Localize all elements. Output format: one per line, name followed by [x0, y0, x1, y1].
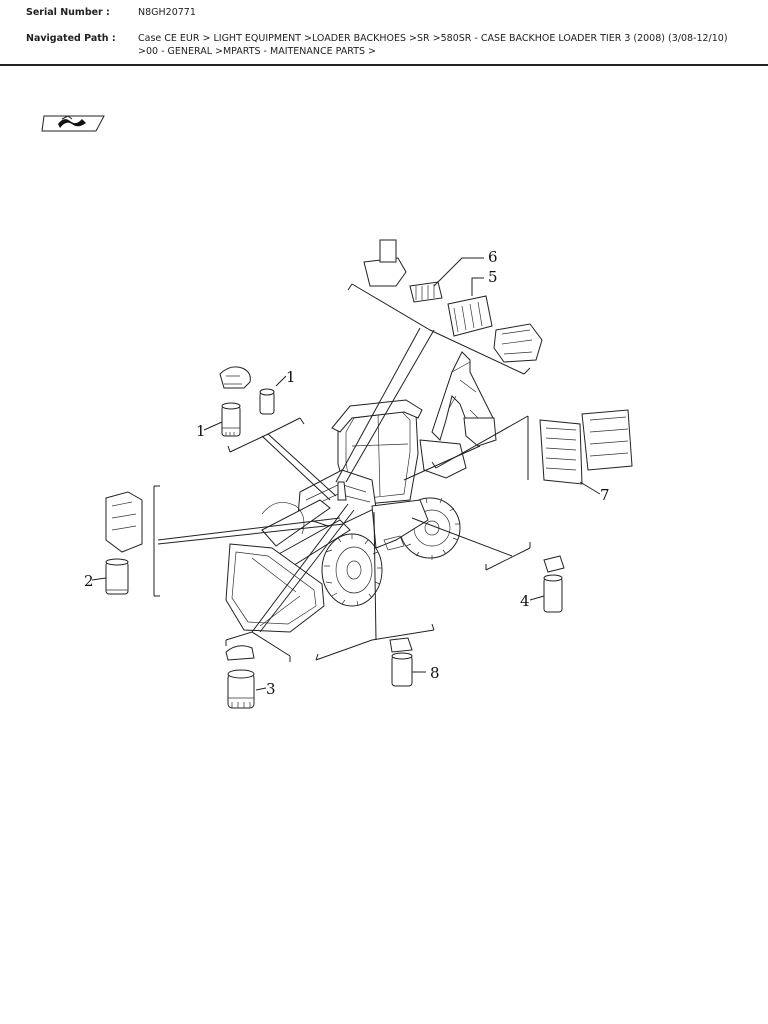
- callout-7: 7: [600, 486, 610, 504]
- serial-number-label: Serial Number :: [26, 7, 110, 18]
- hydraulic-filter: [543, 555, 565, 613]
- air-filter-assembly: [363, 239, 543, 363]
- fuel-prefilter: [225, 645, 255, 709]
- callout-1-left: 1: [196, 422, 206, 440]
- callout-8: 8: [430, 664, 440, 682]
- navigated-path-value[interactable]: Case CE EUR > LIGHT EQUIPMENT >LOADER BA…: [138, 33, 728, 57]
- engine-oil-filter: [105, 491, 143, 595]
- fuel-filter-left: [219, 366, 251, 437]
- backhoe-loader-illustration: [225, 351, 497, 633]
- navigated-path-label: Navigated Path :: [26, 33, 116, 44]
- callout-1-right: 1: [286, 368, 296, 386]
- callout-6: 6: [488, 248, 498, 266]
- callout-2: 2: [84, 572, 94, 590]
- callout-5: 5: [488, 268, 498, 286]
- header-divider: [0, 64, 768, 66]
- leader-lines: [91, 257, 601, 691]
- transmission-filter: [389, 637, 413, 687]
- fuel-filter-right: [259, 388, 275, 415]
- cab-filter: [539, 409, 633, 485]
- callout-3: 3: [266, 680, 276, 698]
- view-symbol-icon: [41, 115, 105, 132]
- serial-number-value: N8GH20771: [138, 7, 196, 18]
- callout-4: 4: [520, 592, 530, 610]
